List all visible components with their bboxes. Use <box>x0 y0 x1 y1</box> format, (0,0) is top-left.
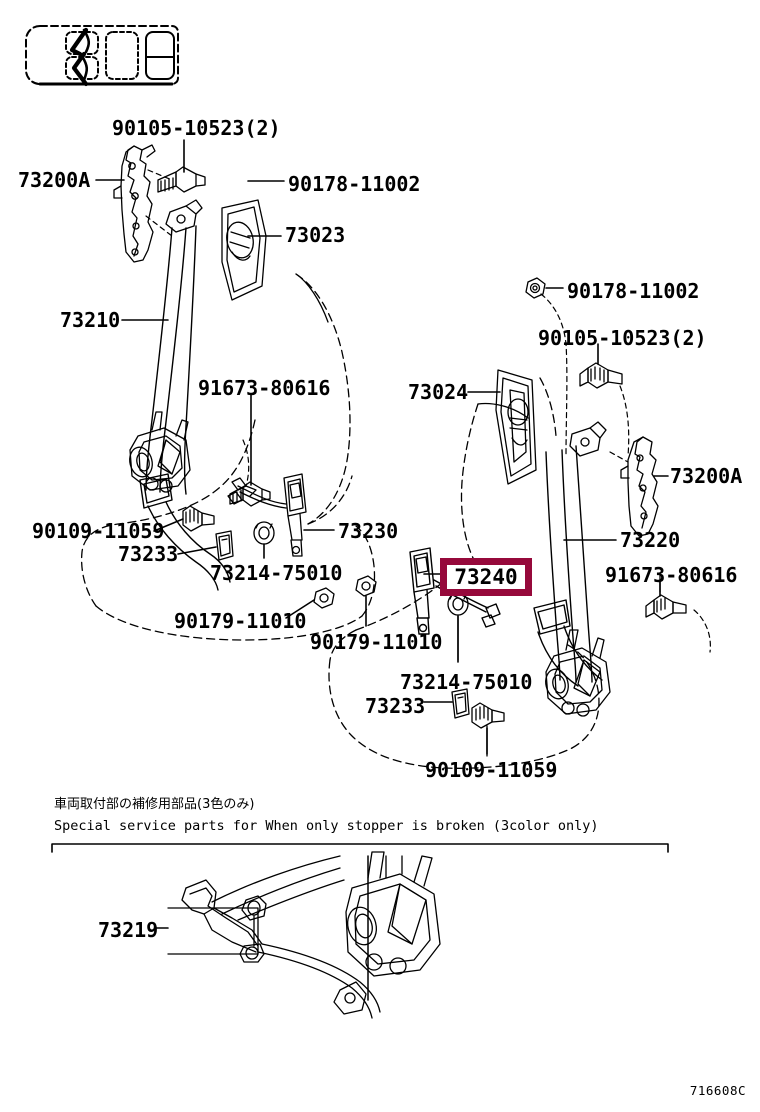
belt-webbing-73220 <box>533 445 603 687</box>
callout-90105-10523-right: 90105-10523(2) <box>538 326 707 350</box>
cap-73233-left <box>215 530 234 561</box>
shoulder-anchor-cover-73023 <box>221 199 267 301</box>
callout-73214-75010-right: 73214-75010 <box>400 670 533 694</box>
buckle-73230-left <box>227 473 307 557</box>
shoulder-anchor-cover-73024 <box>495 369 537 485</box>
left-upper-anchor-73200A <box>113 144 156 263</box>
callout-73220: 73220 <box>620 528 681 552</box>
special-service-note-japanese: 車両取付部の補修用部品(3色のみ) <box>54 797 255 812</box>
bottom-detail-artwork <box>181 851 441 1019</box>
nut-90178-11002-right <box>525 277 546 299</box>
callout-73230: 73230 <box>338 519 399 543</box>
callout-90109-11059-right: 90109-11059 <box>425 758 558 782</box>
callout-73210: 73210 <box>60 308 121 332</box>
bolt-90105-10523-right <box>579 362 623 389</box>
callout-73233-left: 73233 <box>118 542 179 566</box>
diagram-footer-code: 716608C <box>689 1083 746 1098</box>
belt-webbing-73210 <box>139 225 231 591</box>
special-service-bracket <box>51 843 669 853</box>
right-upper-anchor-73200A <box>620 436 659 537</box>
nut-90179-11010-left <box>313 587 335 609</box>
callout-90178-11002-right: 90178-11002 <box>567 279 700 303</box>
cap-73233-right <box>451 688 470 719</box>
leader-lines <box>95 139 669 929</box>
buckle-73240 <box>409 547 501 635</box>
callout-90179-11010-right: 90179-11010 <box>310 630 443 654</box>
callout-73214-75010-left: 73214-75010 <box>210 561 343 585</box>
right-belt-guide <box>569 421 607 457</box>
left-seat-outline <box>80 273 376 641</box>
grommet-73214-75010-right <box>447 592 469 616</box>
highlighted-part-number: 73240 <box>454 565 518 589</box>
callout-90109-11059-left: 90109-11059 <box>32 519 165 543</box>
callout-90179-11010-left: 90179-11010 <box>174 609 307 633</box>
right-retractor-body <box>545 629 611 717</box>
left-retractor-body <box>129 411 191 493</box>
callout-73024: 73024 <box>408 380 469 404</box>
callout-90178-11002-left: 90178-11002 <box>288 172 421 196</box>
screw-90109-11059-right <box>471 702 505 729</box>
callout-90105-10523-left: 90105-10523(2) <box>112 116 281 140</box>
vehicle-top-view-icon <box>25 25 179 87</box>
callout-73200A-left: 73200A <box>18 168 91 192</box>
left-belt-guide <box>165 199 203 233</box>
special-service-note-english: Special service parts for When only stop… <box>54 818 599 834</box>
screw-90109-11059-left <box>182 505 215 532</box>
callout-73200A-right: 73200A <box>670 464 743 488</box>
bolt-90105-10523-left <box>157 166 206 193</box>
callout-73023: 73023 <box>285 223 346 247</box>
callout-73233-right: 73233 <box>365 694 426 718</box>
bolt-91673-80616-right <box>645 594 687 620</box>
highlighted-part-73240[interactable]: 73240 <box>440 558 532 596</box>
callout-91673-80616-right: 91673-80616 <box>605 563 738 587</box>
callout-73219: 73219 <box>98 918 159 942</box>
nut-90179-11010-right <box>355 575 377 597</box>
callout-91673-80616-left: 91673-80616 <box>198 376 331 400</box>
grommet-73214-75010-left <box>253 521 275 545</box>
